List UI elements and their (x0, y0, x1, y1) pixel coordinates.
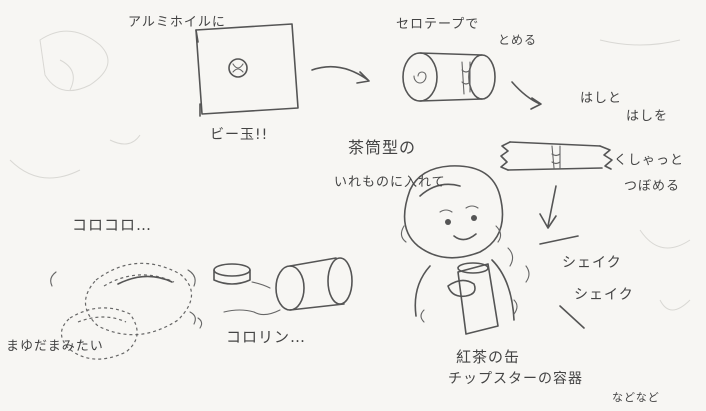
ends-label-line2: はしを (626, 109, 669, 124)
taped-roll-drawing (402, 52, 496, 102)
rolling-label: コロリン… (226, 328, 307, 346)
ends-label-line1: はしと (580, 91, 623, 106)
shake-label-2: シェイク (574, 287, 634, 303)
etc-label: などなど (612, 391, 660, 404)
arrow-tape-to-crumple (511, 81, 542, 110)
foil-sheet-drawing (195, 23, 299, 117)
tube-rolling-drawing (213, 257, 353, 316)
chips-container-label: チップスターの容器 (448, 371, 583, 387)
container-label-line2: いれものに入れて (334, 175, 446, 190)
arrow-crumple-down (539, 185, 557, 229)
foil-instruction-label: アルミホイルに (128, 15, 226, 30)
mayudama-label: まゆだまみたい (6, 339, 104, 354)
tea-can-label: 紅茶の缶 (456, 348, 521, 366)
crumple-label-line2: つぼめる (624, 179, 681, 194)
boy-shaking-drawing (400, 165, 530, 335)
crumpled-roll-drawing (500, 141, 613, 171)
container-label-line1: 茶筒型の (348, 138, 417, 157)
korokoro-label: コロコロ… (72, 216, 153, 234)
shake-lines (539, 235, 585, 329)
cocoon-balls-drawing (50, 262, 203, 360)
tape-label: セロテープで (396, 17, 480, 32)
marble-label: ビー玉!! (210, 127, 269, 143)
shake-label-1: シェイク (562, 255, 622, 271)
arrow-foil-to-tape (311, 65, 370, 84)
background-scribbles (9, 30, 691, 311)
crumple-label-line1: くしゃっと (614, 153, 685, 168)
tape-stop-label: とめる (498, 33, 538, 47)
